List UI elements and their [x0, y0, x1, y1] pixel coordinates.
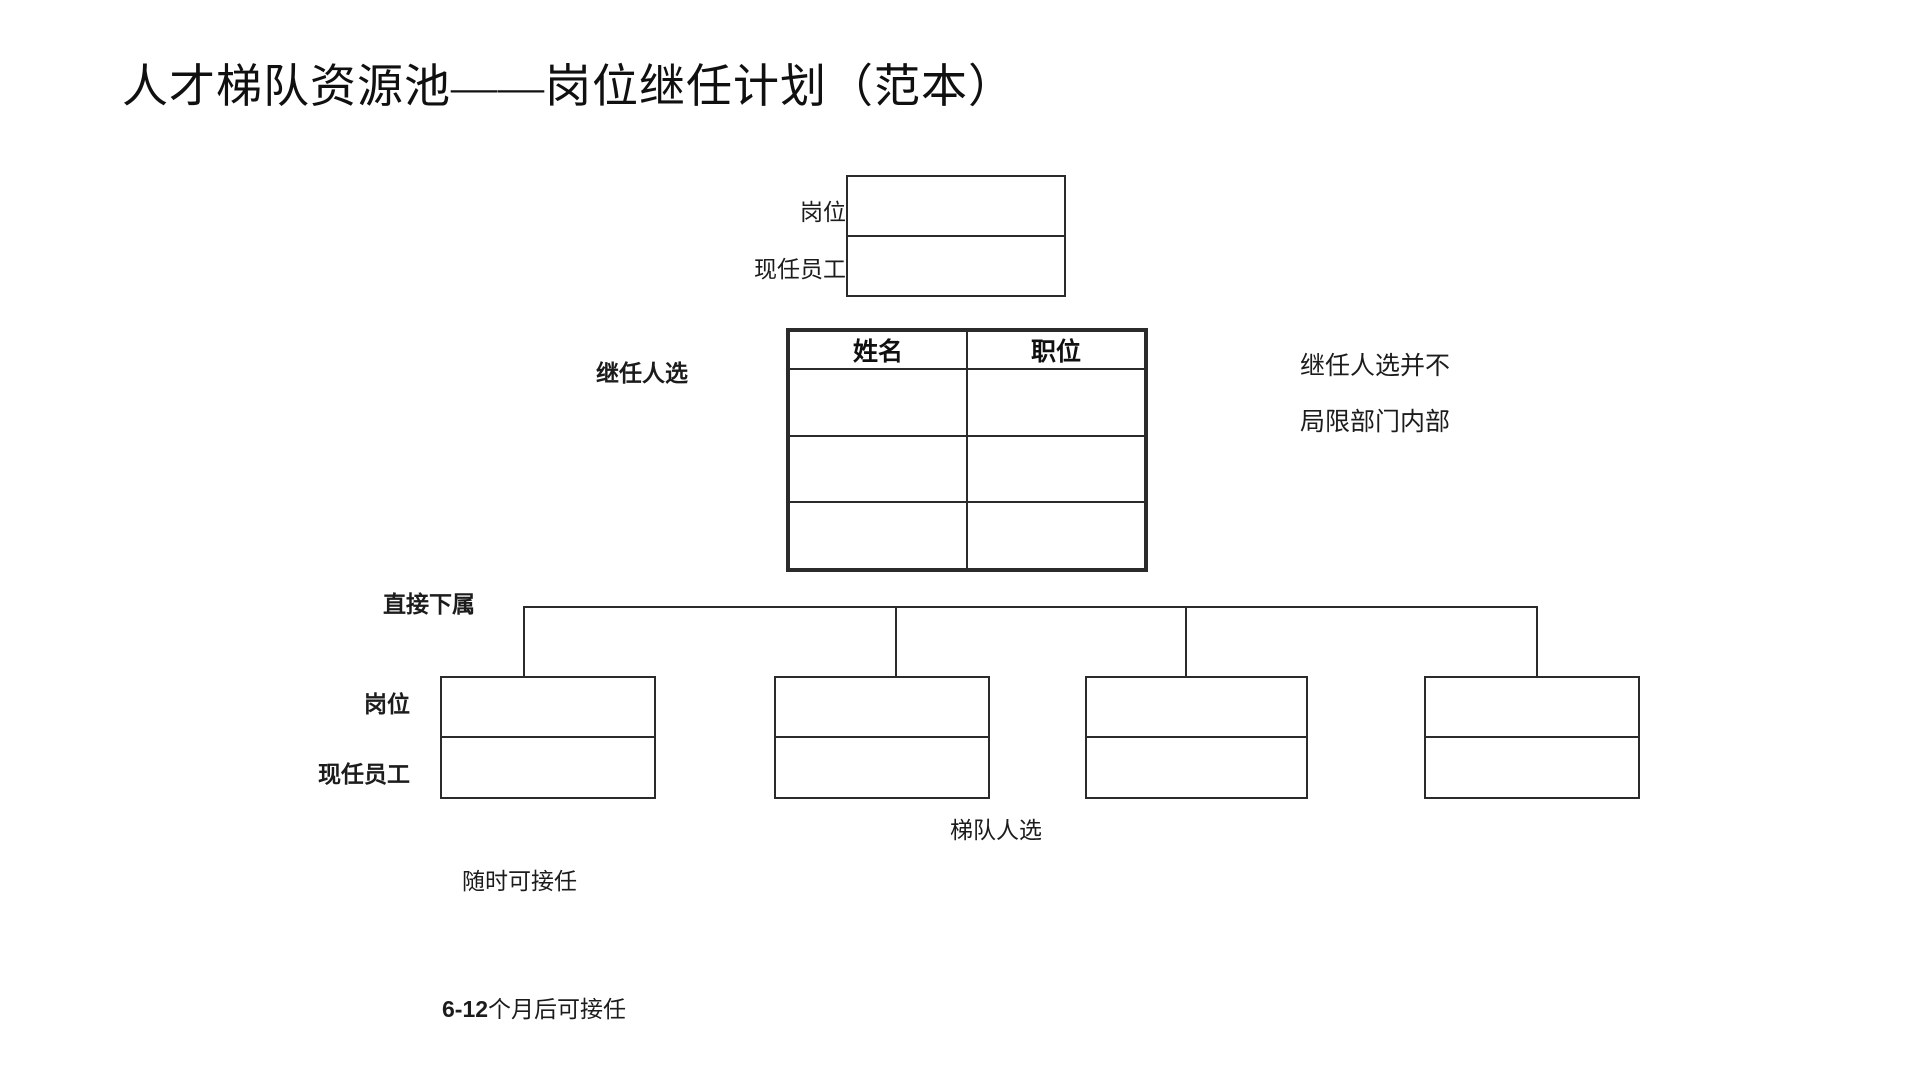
- subordinate-box-1[interactable]: [440, 676, 656, 799]
- subordinate-box-3[interactable]: [1085, 676, 1308, 799]
- readiness-later-label: 6-12个月后可接任: [442, 995, 626, 1025]
- subordinate-incumbent-label: 现任员工: [318, 762, 410, 787]
- subordinate-box-1-position-value[interactable]: [442, 678, 654, 736]
- connector-horizontal-bus: [523, 606, 1536, 608]
- connector-drop-2: [895, 606, 897, 676]
- connector-drop-3: [1185, 606, 1187, 676]
- succession-col-name: 姓名: [788, 330, 968, 370]
- page-title: 人才梯队资源池——岗位继任计划（范本）: [122, 61, 1015, 112]
- connector-drop-1: [523, 606, 525, 676]
- succession-note-line-1: 继任人选并不: [1300, 353, 1451, 380]
- succession-cell-name-3[interactable]: [788, 501, 968, 570]
- subordinate-box-2-position-value[interactable]: [776, 678, 988, 736]
- connector-drop-4: [1536, 606, 1538, 676]
- subordinate-box-3-incumbent-value[interactable]: [1087, 738, 1306, 796]
- direct-subordinates-label: 直接下属: [383, 592, 475, 617]
- top-node-position-value[interactable]: [848, 177, 1064, 235]
- subordinate-box-1-divider: [442, 736, 654, 738]
- readiness-later-prefix: 6-12: [442, 996, 489, 1022]
- table-row[interactable]: [788, 368, 1146, 437]
- succession-cell-position-2[interactable]: [966, 434, 1146, 504]
- succession-cell-position-3[interactable]: [966, 501, 1146, 570]
- top-node-box[interactable]: [846, 175, 1066, 297]
- subordinate-box-4-divider: [1426, 736, 1638, 738]
- succession-header-row: 姓名 职位: [788, 330, 1146, 370]
- subordinate-box-1-incumbent-value[interactable]: [442, 738, 654, 796]
- subordinate-position-label: 岗位: [364, 692, 410, 717]
- succession-note-line-2: 局限部门内部: [1300, 409, 1451, 436]
- succession-label: 继任人选: [596, 361, 688, 386]
- succession-cell-position-1[interactable]: [966, 368, 1146, 437]
- talent-pool-label: 梯队人选: [950, 818, 1042, 843]
- readiness-immediate-label: 随时可接任: [462, 869, 577, 894]
- succession-cell-name-2[interactable]: [788, 434, 968, 504]
- subordinate-box-2-divider: [776, 736, 988, 738]
- subordinate-box-4-position-value[interactable]: [1426, 678, 1638, 736]
- subordinate-box-2[interactable]: [774, 676, 990, 799]
- table-row[interactable]: [788, 501, 1146, 570]
- subordinate-box-3-position-value[interactable]: [1087, 678, 1306, 736]
- succession-cell-name-1[interactable]: [788, 368, 968, 437]
- table-row[interactable]: [788, 434, 1146, 504]
- subordinate-box-2-incumbent-value[interactable]: [776, 738, 988, 796]
- top-node-incumbent-value[interactable]: [848, 237, 1064, 294]
- succession-table[interactable]: 姓名 职位: [786, 328, 1148, 572]
- subordinate-box-4-incumbent-value[interactable]: [1426, 738, 1638, 796]
- top-node-incumbent-label: 现任员工: [754, 257, 846, 282]
- top-node-position-label: 岗位: [800, 200, 846, 225]
- subordinate-box-4[interactable]: [1424, 676, 1640, 799]
- top-node-divider: [848, 235, 1064, 237]
- succession-col-position: 职位: [966, 330, 1146, 370]
- readiness-later-suffix: 个月后可接任: [488, 997, 627, 1022]
- subordinate-box-3-divider: [1087, 736, 1306, 738]
